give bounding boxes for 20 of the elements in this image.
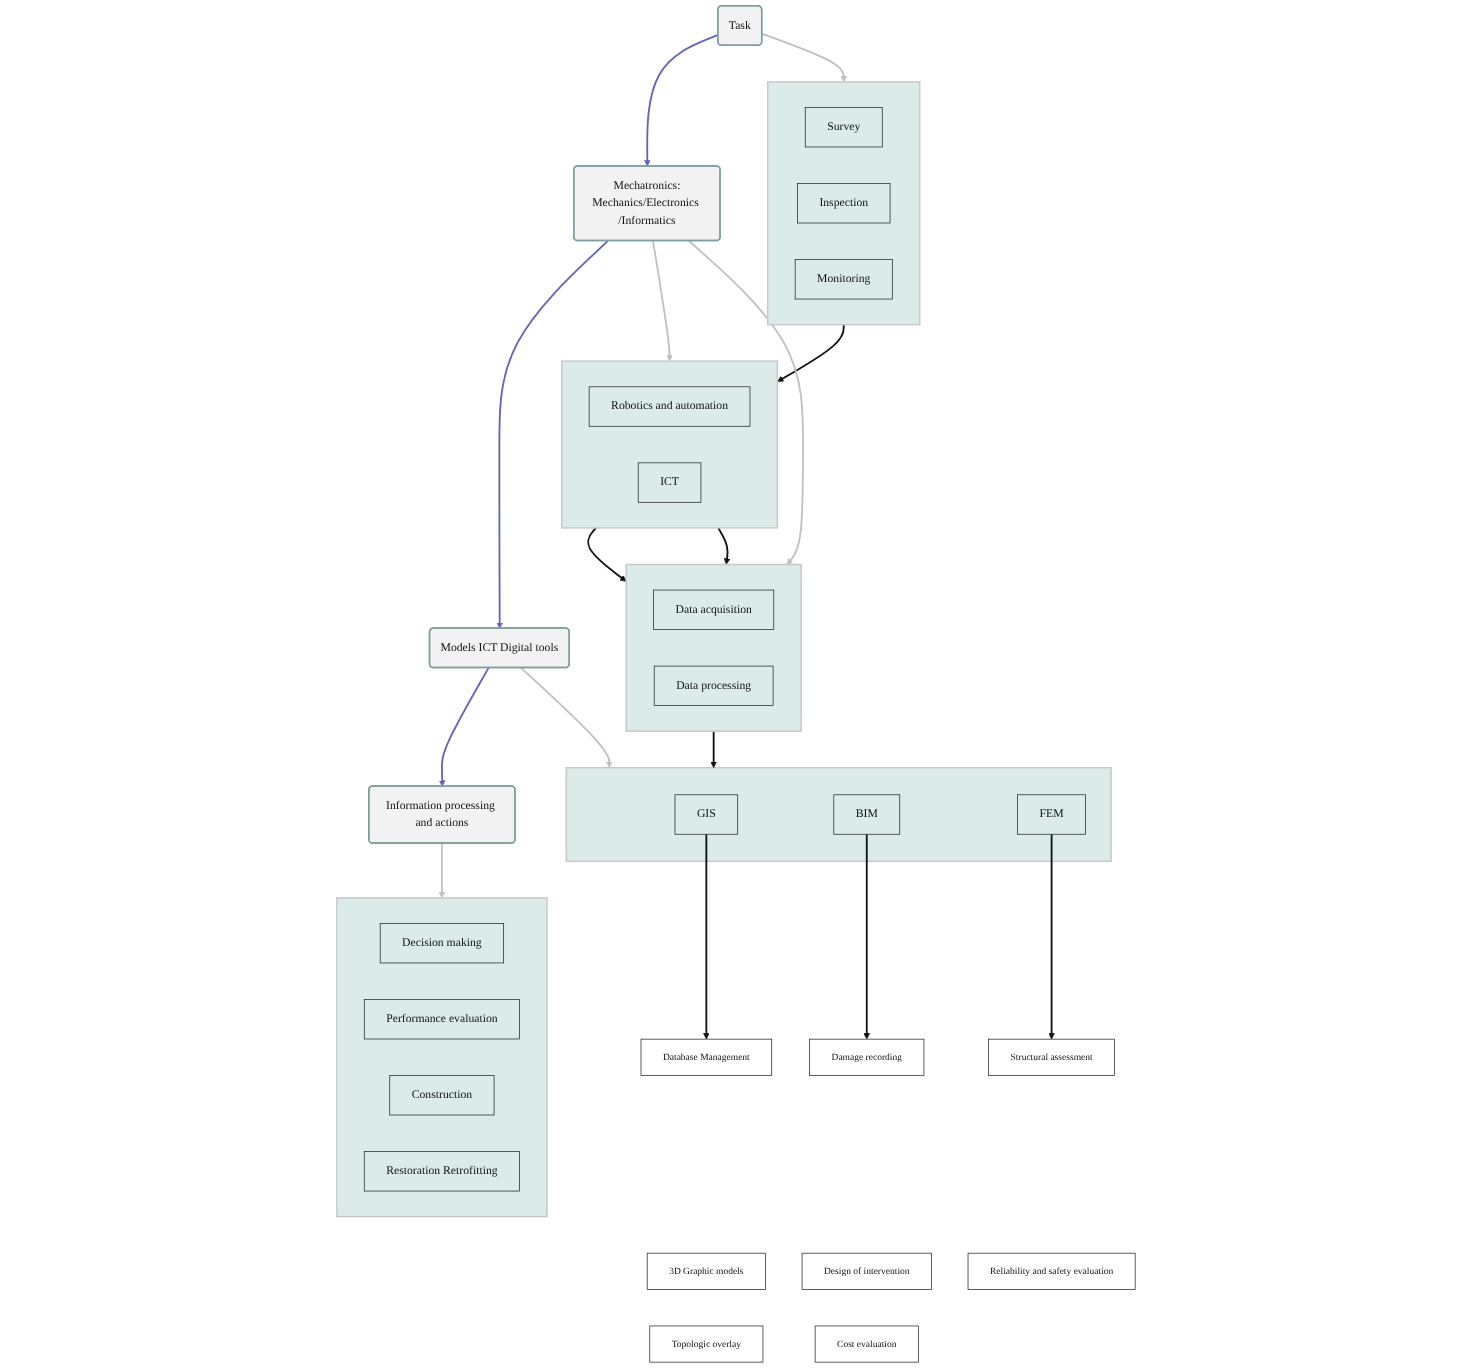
arrow (717, 527, 731, 565)
arrow (703, 833, 710, 1040)
arrow (863, 833, 870, 1040)
cluster (336, 897, 548, 1218)
arrow (438, 667, 490, 787)
arrow (438, 842, 446, 899)
arrow (777, 323, 845, 382)
cluster (561, 360, 779, 529)
arrow (644, 34, 720, 167)
arrow (519, 666, 613, 768)
cluster (625, 563, 802, 732)
cluster (767, 81, 921, 326)
arrow (1048, 833, 1055, 1040)
arrow (587, 527, 627, 582)
arrow (710, 730, 717, 768)
arrow (760, 32, 847, 83)
arrow (687, 239, 804, 565)
cluster (565, 767, 1112, 863)
arrow (496, 240, 609, 629)
arrow (652, 239, 673, 362)
